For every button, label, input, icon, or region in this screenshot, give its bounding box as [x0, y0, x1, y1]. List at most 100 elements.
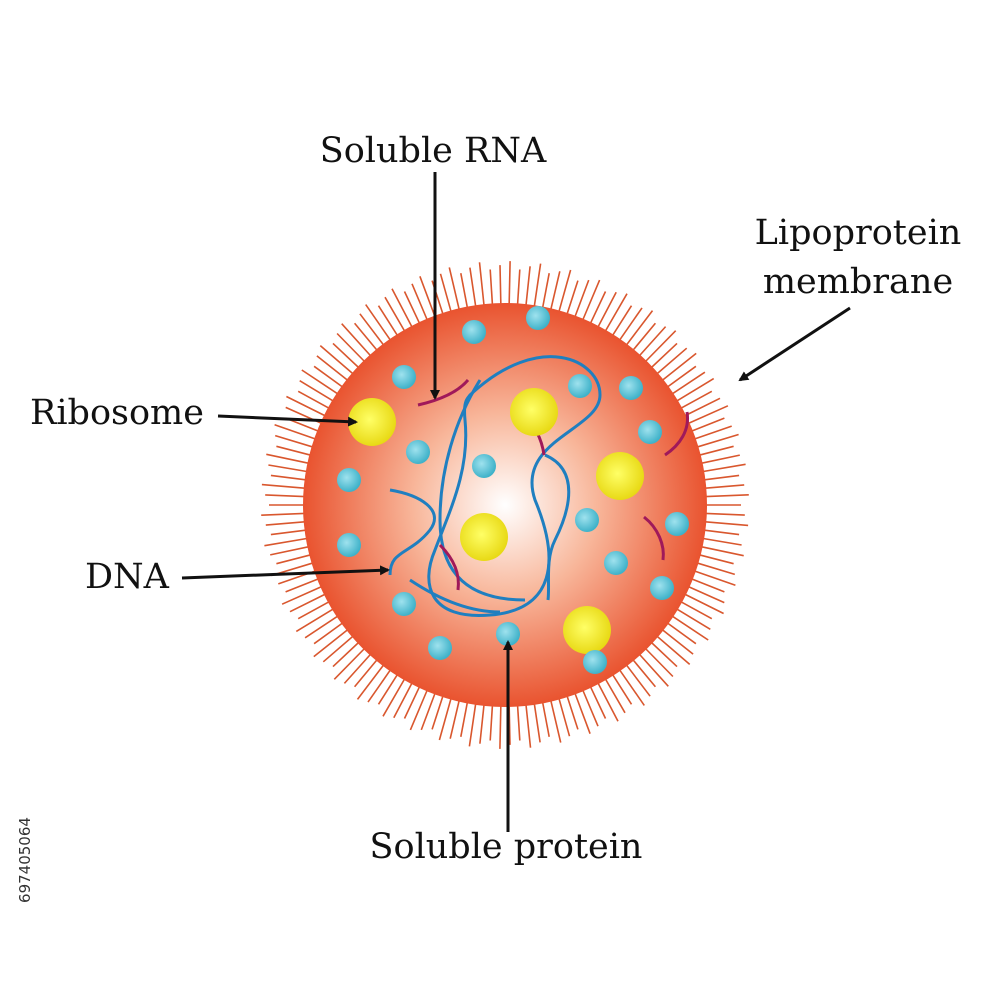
membrane-spike: [654, 633, 691, 666]
membrane-spike: [409, 687, 430, 731]
membrane-spike: [541, 699, 550, 737]
membrane-spike: [449, 697, 461, 739]
membrane-spike: [702, 494, 749, 498]
membrane-spike: [696, 445, 734, 457]
membrane-spike: [588, 291, 607, 327]
label-dna: DNA: [85, 557, 170, 597]
membrane-spike: [499, 702, 502, 749]
membrane-spike: [573, 279, 590, 320]
membrane-spike: [669, 613, 709, 641]
membrane-spike: [297, 390, 332, 411]
membrane-spike: [549, 697, 562, 743]
membrane-spike: [549, 271, 561, 313]
soluble-proteins: [337, 306, 689, 674]
membrane-spike: [274, 424, 319, 441]
membrane-spike: [588, 683, 607, 719]
membrane-spike: [295, 606, 337, 633]
membrane-spike: [630, 322, 657, 353]
membrane-spike: [678, 599, 713, 620]
membrane-spike: [343, 651, 374, 684]
membrane-spike: [341, 323, 374, 359]
membrane-spike: [281, 584, 325, 605]
membrane-spike: [524, 266, 531, 309]
membrane-spike: [276, 445, 314, 457]
ribosome-particle: [563, 606, 611, 654]
cell-body: [303, 303, 707, 707]
membrane-spike: [285, 577, 322, 593]
membrane-spike: [403, 291, 422, 327]
dna-strands: [388, 355, 602, 617]
membrane-spike: [382, 676, 407, 717]
stock-id: 697405064: [16, 817, 34, 903]
rna-arc: [643, 515, 665, 561]
membrane-spike: [664, 620, 697, 645]
rna-arc: [438, 543, 460, 591]
membrane-spike: [353, 657, 380, 688]
membrane-spike: [469, 267, 477, 310]
lipoprotein-spikes: [261, 261, 749, 749]
membrane-spike: [265, 494, 308, 498]
membrane-spike: [516, 269, 521, 308]
membrane-spike: [702, 520, 749, 527]
membrane-spike: [268, 464, 310, 473]
membrane-spike: [377, 305, 400, 339]
membrane-spike: [266, 453, 312, 465]
membrane-spike: [688, 417, 725, 433]
membrane-spike: [701, 529, 740, 536]
membrane-spike: [299, 380, 337, 404]
dna-strand-bottom: [409, 578, 501, 614]
protein-particle: [462, 320, 486, 344]
membrane-spike: [685, 584, 725, 604]
dna-strand-left: [388, 488, 436, 576]
membrane-spike: [419, 276, 437, 320]
membrane-spike: [468, 700, 477, 747]
membrane-spike: [702, 484, 745, 490]
membrane-spike: [508, 261, 511, 308]
membrane-spike: [478, 262, 486, 309]
protein-particle: [526, 306, 550, 330]
arrow-ribosome: [217, 414, 358, 427]
membrane-spike: [322, 633, 356, 663]
rna-arc: [417, 378, 470, 407]
membrane-spike: [289, 592, 328, 613]
membrane-spike: [664, 365, 697, 390]
membrane-spike: [270, 529, 309, 536]
membrane-spike: [659, 352, 697, 383]
label-lipoprotein-line2: membrane: [763, 262, 953, 302]
membrane-spike: [460, 699, 469, 737]
membrane-spike: [659, 627, 694, 655]
protein-particle: [665, 512, 689, 536]
membrane-spike: [603, 293, 628, 334]
membrane-spike: [617, 307, 643, 343]
membrane-spike: [642, 330, 677, 365]
membrane-spike: [702, 512, 745, 516]
callout-arrows: [181, 172, 851, 832]
protein-particle: [496, 622, 520, 646]
ribosome-particle: [596, 452, 644, 500]
membrane-spike: [624, 310, 654, 348]
protein-particle: [575, 508, 599, 532]
membrane-spike: [411, 283, 430, 323]
membrane-spike: [700, 537, 742, 546]
protein-particle: [392, 592, 416, 616]
membrane-spike: [431, 693, 445, 730]
membrane-spike: [261, 483, 308, 490]
rna-arc: [664, 411, 690, 457]
membrane-spike: [610, 305, 633, 339]
membrane-spike: [479, 701, 486, 744]
membrane-spike: [313, 627, 351, 658]
dna-loop-main: [427, 355, 602, 617]
membrane-spike: [353, 322, 380, 353]
membrane-spike: [533, 263, 542, 310]
protein-particle: [392, 365, 416, 389]
membrane-spike: [565, 280, 579, 317]
ribosome-particle: [510, 388, 558, 436]
protein-particle: [428, 636, 452, 660]
membrane-spike: [316, 355, 351, 383]
membrane-spike: [691, 425, 732, 441]
membrane-spike: [332, 342, 362, 371]
membrane-spike: [694, 433, 739, 449]
membrane-spike: [624, 662, 651, 697]
membrane-spike: [393, 680, 415, 719]
membrane-spike: [696, 553, 734, 565]
